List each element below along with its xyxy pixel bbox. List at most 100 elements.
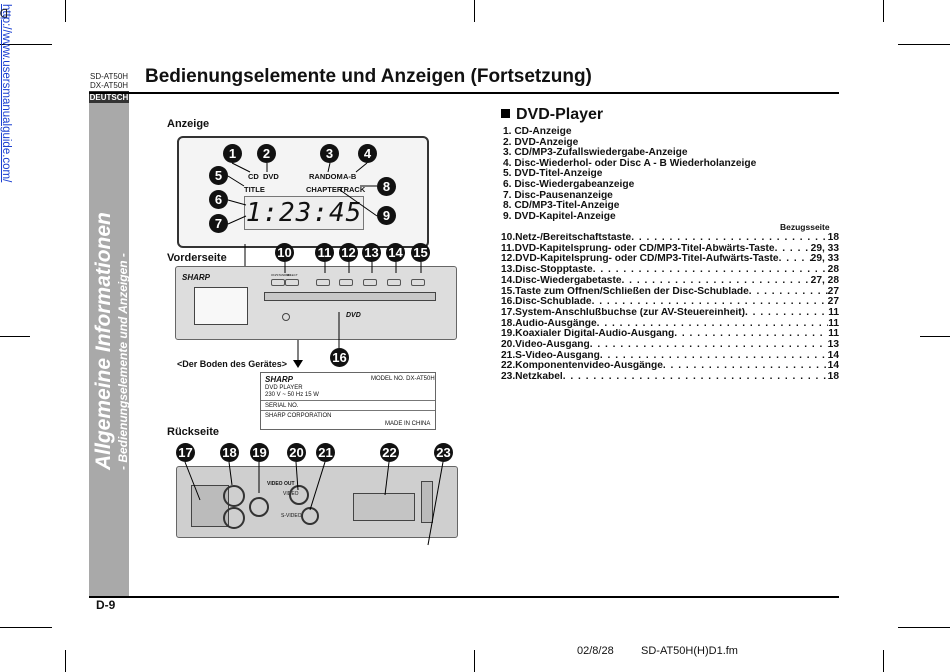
- title-rule: [89, 92, 839, 94]
- rear-leader-lines: [184, 461, 444, 546]
- list-item: 9. DVD-Kapitel-Anzeige: [503, 210, 616, 222]
- list-item: 8. CD/MP3-Titel-Anzeige: [503, 200, 620, 212]
- disc-tray[interactable]: [264, 292, 436, 301]
- toc-row: 22.Komponentenvideo-Ausgänge14: [501, 361, 839, 372]
- callout-22: 22: [380, 443, 399, 462]
- callout-12: 12: [339, 243, 358, 262]
- toc-row: 17.System-Anschlußbuchse (zur AV-Steuere…: [501, 308, 839, 319]
- sidebar-text: Allgemeine Informationen - Bedienungsele…: [92, 212, 130, 470]
- video-out-label: VIDEO OUT: [267, 481, 295, 487]
- callout-19: 19: [250, 443, 269, 462]
- footer-date: 02/8/28: [577, 645, 614, 657]
- list-item: 4. Disc-Wiederhol- oder Disc A - B Wiede…: [503, 157, 757, 169]
- crop-mark: [0, 44, 52, 45]
- label-divider: [261, 400, 435, 401]
- lcd-track: TRACK: [339, 185, 366, 194]
- audio-out-right[interactable]: [223, 507, 245, 529]
- toc-row: 13.Disc-Stopptaste28: [501, 265, 839, 276]
- callout-15: 15: [411, 243, 430, 262]
- page-title: Bedienungselemente und Anzeigen (Fortset…: [145, 66, 592, 87]
- crop-mark: [898, 44, 950, 45]
- toc-row: 14.Disc-Wiedergabetaste27, 28: [501, 276, 839, 287]
- stop-button[interactable]: [363, 279, 377, 286]
- callout-5: 5: [209, 166, 228, 185]
- footer-file: SD-AT50H(H)D1.fm: [641, 645, 738, 657]
- audio-out-left[interactable]: [223, 485, 245, 507]
- coaxial-out[interactable]: [249, 497, 269, 517]
- component-video-outputs[interactable]: [353, 493, 415, 521]
- square-bullet-icon: [501, 109, 510, 119]
- callout-4: 4: [358, 144, 377, 163]
- crop-mark: [883, 0, 884, 22]
- sensor-icon: [282, 313, 290, 321]
- callout-18: 18: [220, 443, 239, 462]
- callout-17: 17: [176, 443, 195, 462]
- model-number: DX-AT50H: [90, 81, 129, 90]
- rating-label: SHARP MODEL NO. DX-AT50H DVD PLAYER 230 …: [260, 372, 436, 430]
- callout-9: 9: [377, 206, 396, 225]
- ref-page-header: Bezugsseite: [780, 222, 830, 232]
- bottom-rule: [89, 596, 839, 598]
- toc-row: 10.Netz-/Bereitschaftstaste18: [501, 233, 839, 244]
- label-model: MODEL NO. DX-AT50H: [371, 376, 435, 382]
- select-button[interactable]: [285, 279, 299, 286]
- front-display-window: [194, 287, 248, 325]
- callout-16: 16: [330, 348, 349, 367]
- toc-row: 15.Taste zum Öffnen/Schließen der Disc-S…: [501, 287, 839, 298]
- label-divider: [261, 410, 435, 411]
- callout-14: 14: [386, 243, 405, 262]
- label-corp: SHARP CORPORATION: [265, 413, 332, 419]
- callout-6: 6: [209, 190, 228, 209]
- sidebar: [89, 103, 129, 596]
- power-button[interactable]: [271, 279, 285, 286]
- list-item: 7. Disc-Pausenanzeige: [503, 189, 613, 201]
- callout-13: 13: [362, 243, 381, 262]
- section-boden: <Der Boden des Gerätes>: [177, 359, 288, 369]
- section-vorderseite: Vorderseite: [167, 252, 227, 264]
- label-power: 230 V ~ 50 Hz 15 W: [265, 392, 319, 398]
- power-cord-inlet: [421, 481, 433, 523]
- section-rueckseite: Rückseite: [167, 426, 219, 438]
- toc-row: 18.Audio-Ausgänge11: [501, 319, 839, 330]
- sidebar-subtitle: - Bedienungselemente und Anzeigen -: [116, 253, 130, 470]
- front-btn-label: ON/STAND-BY: [271, 273, 292, 277]
- label-origin: MADE IN CHINA: [385, 421, 431, 427]
- callout-23: 23: [434, 443, 453, 462]
- front-brand: SHARP: [182, 273, 211, 282]
- callout-3: 3: [320, 144, 339, 163]
- dvd-heading-text: DVD-Player: [516, 106, 604, 123]
- section-anzeige: Anzeige: [167, 118, 210, 130]
- front-btn-label: SELECT: [286, 273, 298, 277]
- lcd-chapter: CHAPTER: [306, 185, 343, 194]
- rear-panel: VIDEO OUT VIDEO S-VIDEO: [176, 466, 458, 538]
- list-item: 6. Disc-Wiedergabeanzeige: [503, 179, 635, 190]
- front-panel: SHARP ON/STAND-BY SELECT DVD: [175, 266, 457, 340]
- open-close-button[interactable]: [411, 279, 425, 286]
- lcd-dvd: DVD: [263, 172, 279, 181]
- lcd-time: 1:23:45: [244, 196, 364, 230]
- svideo-label: S-VIDEO: [281, 513, 302, 519]
- skip-down-button[interactable]: [316, 279, 330, 286]
- dvd-logo: DVD: [346, 312, 361, 319]
- crop-mark: [883, 650, 884, 672]
- lcd-ab: A-B: [343, 172, 357, 181]
- play-button[interactable]: [387, 279, 401, 286]
- download-link[interactable]: http://www.usersmanualguide.com/: [0, 4, 12, 183]
- model-number: SD-AT50H: [90, 72, 129, 81]
- lcd-title: TITLE: [244, 185, 265, 194]
- list-item: 5. DVD-Titel-Anzeige: [503, 168, 603, 180]
- page-number: D-9: [96, 598, 116, 612]
- toc-row: 16.Disc-Schublade27: [501, 297, 839, 308]
- list-item: 1. CD-Anzeige: [503, 126, 572, 137]
- crop-mark: [0, 336, 30, 337]
- crop-mark: [920, 336, 950, 337]
- skip-up-button[interactable]: [339, 279, 353, 286]
- callout-10: 10: [275, 243, 294, 262]
- svideo-jack[interactable]: [301, 507, 319, 525]
- callout-7: 7: [209, 214, 228, 233]
- toc-row: 20.Video-Ausgang13: [501, 340, 839, 351]
- label-serial: SERIAL NO.: [265, 403, 299, 409]
- lcd-random: RANDOM: [309, 172, 343, 181]
- video-out-jack[interactable]: [289, 485, 309, 505]
- callout-8: 8: [377, 177, 396, 196]
